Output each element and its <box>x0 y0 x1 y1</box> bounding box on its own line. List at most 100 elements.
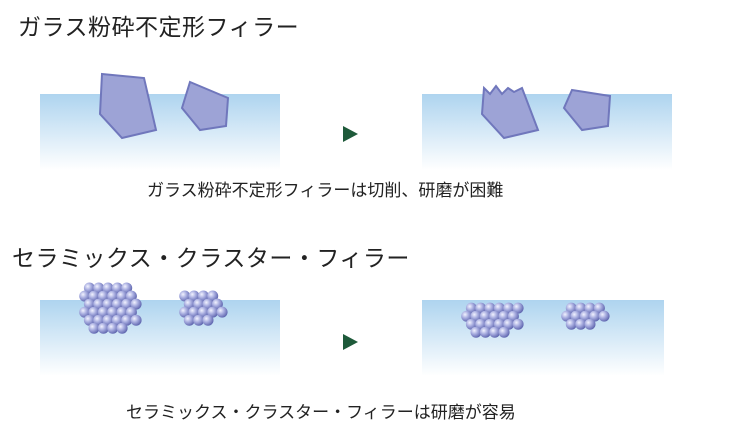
ceramic-sphere <box>88 322 100 334</box>
arrow-right-icon <box>343 126 358 142</box>
ceramic-sphere <box>88 306 100 318</box>
ceramic-sphere <box>179 306 191 318</box>
ceramic-sphere <box>565 318 577 330</box>
ceramic-sphere <box>512 302 524 314</box>
ceramic-sphere <box>503 318 515 330</box>
glass-filler-caption: ガラス粉砕不定形フィラーは切削、研磨が困難 <box>147 181 504 201</box>
glass-particle-small <box>180 80 230 132</box>
ceramic-sphere <box>465 318 477 330</box>
ceramic-sphere <box>179 290 191 302</box>
ceramic-sphere <box>130 298 142 310</box>
ceramic-sphere <box>102 282 114 294</box>
ceramic-sphere <box>116 322 128 334</box>
ceramic-sphere <box>88 290 100 302</box>
ceramic-sphere <box>107 306 119 318</box>
ceramic-sphere <box>512 318 524 330</box>
ceramic-sphere <box>507 310 519 322</box>
ceramic-sphere <box>183 298 195 310</box>
ceramic-sphere <box>461 310 473 322</box>
ceramic-sphere <box>121 282 133 294</box>
ceramic-sphere <box>93 282 105 294</box>
ceramic-filler-caption: セラミックス・クラスター・フィラーは研磨が容易 <box>126 403 516 423</box>
ceramic-sphere <box>107 290 119 302</box>
ceramic-filler-title: セラミックス・クラスター・フィラー <box>12 246 410 272</box>
ceramic-sphere <box>216 306 228 318</box>
ceramic-sphere <box>579 310 591 322</box>
glass-filler-title: ガラス粉砕不定形フィラー <box>18 15 300 41</box>
ceramic-sphere <box>111 282 123 294</box>
ceramic-sphere <box>79 290 91 302</box>
ceramic-sphere <box>470 310 482 322</box>
resin-surface <box>40 94 280 170</box>
ceramic-sphere <box>197 290 209 302</box>
ceramic-sphere <box>493 318 505 330</box>
ceramic-sphere <box>593 302 605 314</box>
ceramic-sphere <box>498 326 510 338</box>
ceramic-sphere <box>93 314 105 326</box>
ceramic-sphere <box>484 318 496 330</box>
ceramic-sphere <box>575 302 587 314</box>
ceramic-sphere <box>207 306 219 318</box>
ceramic-sphere <box>97 290 109 302</box>
ceramic-sphere <box>503 302 515 314</box>
ceramic-sphere <box>83 298 95 310</box>
ceramic-sphere <box>465 302 477 314</box>
ceramic-sphere <box>475 318 487 330</box>
ceramic-sphere <box>121 314 133 326</box>
ceramic-sphere <box>570 310 582 322</box>
resin-surface <box>422 94 672 170</box>
ceramic-sphere <box>125 290 137 302</box>
ceramic-sphere <box>193 298 205 310</box>
ceramic-sphere <box>470 326 482 338</box>
ceramic-sphere <box>561 310 573 322</box>
ceramic-sphere <box>479 310 491 322</box>
ceramic-sphere <box>197 306 209 318</box>
ceramic-sphere <box>97 306 109 318</box>
ceramic-sphere <box>125 306 137 318</box>
glass-particle-small <box>562 88 612 132</box>
ceramic-sphere <box>107 322 119 334</box>
ceramic-sphere <box>116 290 128 302</box>
ceramic-sphere <box>102 314 114 326</box>
ceramic-sphere <box>484 302 496 314</box>
ceramic-after-panel <box>422 300 664 376</box>
ceramic-sphere <box>97 322 109 334</box>
ceramic-sphere <box>589 310 601 322</box>
ceramic-sphere <box>188 306 200 318</box>
ceramic-sphere <box>193 314 205 326</box>
ceramic-sphere <box>584 318 596 330</box>
ceramic-sphere <box>116 306 128 318</box>
ceramic-sphere <box>584 302 596 314</box>
ceramic-sphere <box>183 314 195 326</box>
ceramic-sphere <box>493 302 505 314</box>
ceramic-sphere <box>130 314 142 326</box>
ceramic-sphere <box>188 290 200 302</box>
ceramic-sphere <box>565 302 577 314</box>
ceramic-sphere <box>211 298 223 310</box>
ceramic-sphere <box>475 302 487 314</box>
ceramic-sphere <box>111 298 123 310</box>
resin-surface <box>40 300 280 376</box>
ceramic-sphere <box>207 290 219 302</box>
ceramic-sphere <box>83 282 95 294</box>
ceramic-before-panel <box>40 282 280 376</box>
ceramic-sphere <box>598 310 610 322</box>
ceramic-sphere <box>83 314 95 326</box>
ceramic-sphere <box>102 298 114 310</box>
glass-before-panel <box>40 72 280 170</box>
ceramic-sphere <box>202 314 214 326</box>
resin-surface <box>422 300 664 376</box>
ceramic-sphere <box>93 298 105 310</box>
ceramic-sphere <box>575 318 587 330</box>
ceramic-sphere <box>498 310 510 322</box>
ceramic-sphere <box>121 298 133 310</box>
ceramic-sphere <box>202 298 214 310</box>
ceramic-sphere <box>479 326 491 338</box>
glass-particle-chipped <box>480 84 540 140</box>
glass-particle-large <box>98 72 158 140</box>
ceramic-sphere <box>79 306 91 318</box>
ceramic-sphere <box>489 310 501 322</box>
arrow-right-icon <box>343 334 358 350</box>
ceramic-sphere <box>489 326 501 338</box>
glass-after-panel <box>422 84 672 170</box>
